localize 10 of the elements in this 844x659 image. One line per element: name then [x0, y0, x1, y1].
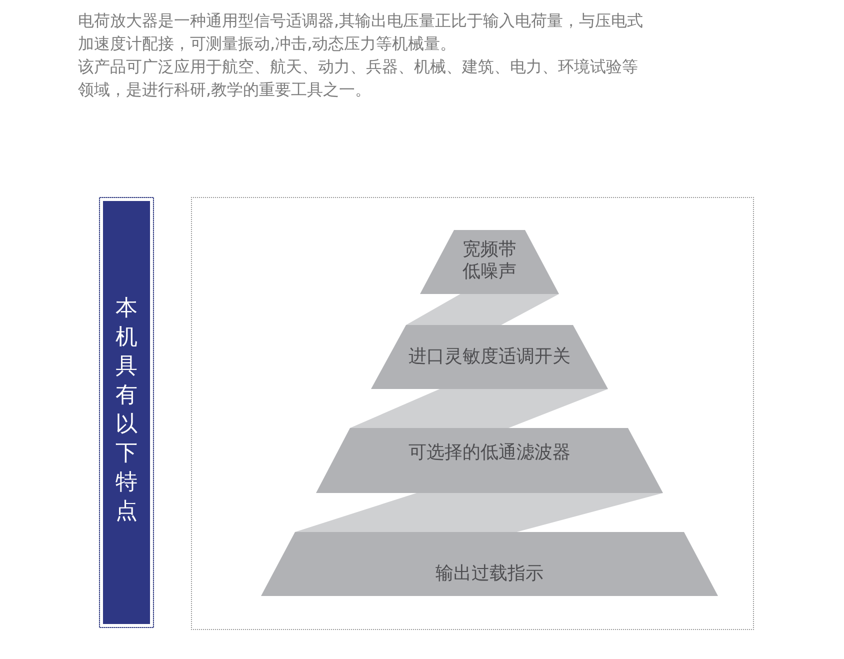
pyramid-tier: 宽频带 低噪声 — [420, 230, 559, 294]
vertical-banner: 本机具有以下特点 — [99, 197, 154, 628]
pyramid-tier: 进口灵敏度适调开关 — [371, 325, 608, 389]
pyramid-tier: 可选择的低通滤波器 — [316, 428, 663, 493]
connector-band — [406, 294, 559, 325]
pyramid-tier: 输出过载指示 — [261, 532, 718, 596]
connector-band — [295, 493, 663, 532]
description-text: 该产品可广泛应用于航空、航天、动力、兵器、机械、建筑、电力、环境试验等领域，是进行科研,教学的重要工具之一。 — [78, 56, 639, 101]
description-text: 电荷放大器是一种通用型信号适调器,其输出电压量正比于输入电荷量，与压电式加速度计配接，可测量振动,冲击,动态压力等机械量。 — [78, 10, 644, 55]
connector-band — [350, 389, 608, 428]
